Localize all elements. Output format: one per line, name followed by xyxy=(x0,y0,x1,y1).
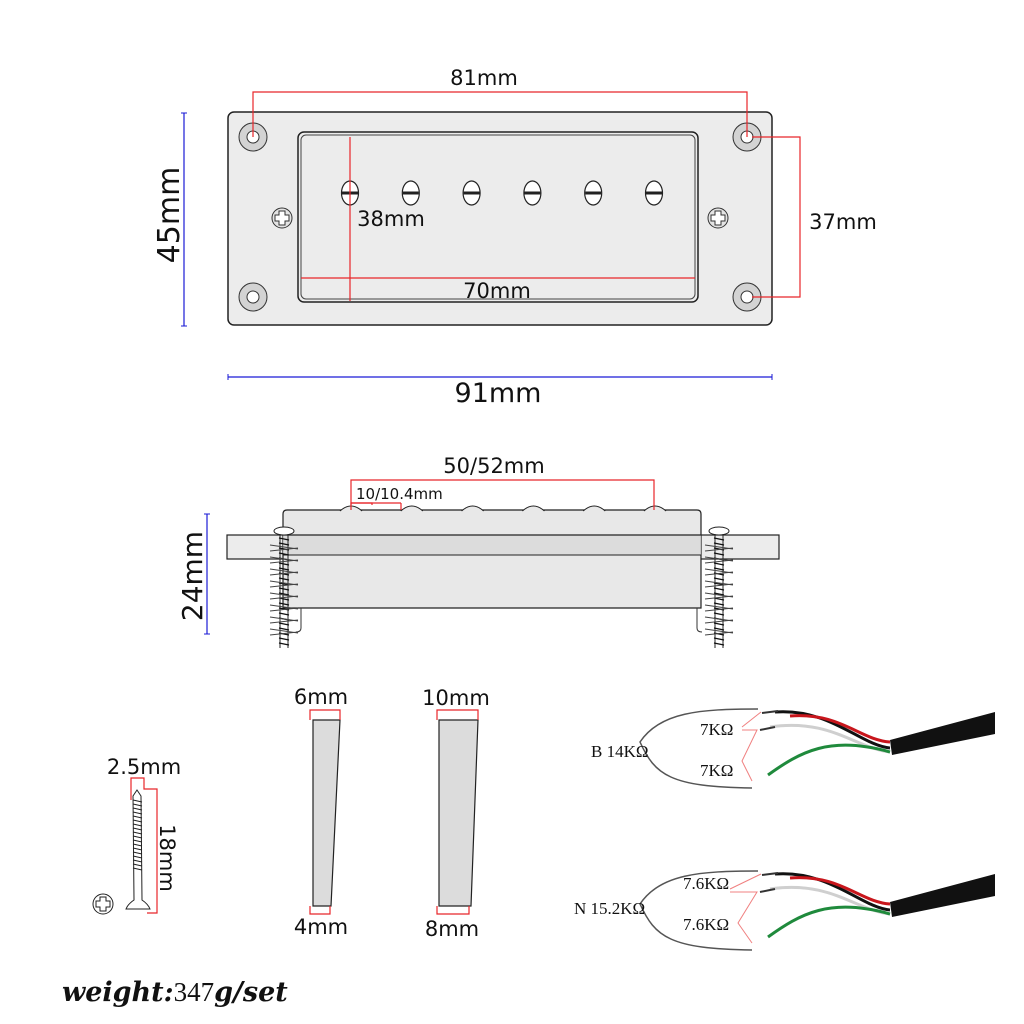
label-inner-width: 70mm xyxy=(463,279,531,303)
pole-piece-icon xyxy=(523,180,542,206)
pole-piece-icon xyxy=(584,180,603,206)
label-total-resistance: B 14KΩ xyxy=(591,742,649,761)
dim-line-pole-span xyxy=(350,479,655,510)
wiring-diagram-bridge: B 14KΩ 7KΩ 7KΩ xyxy=(591,708,995,789)
thread xyxy=(132,799,143,803)
thread xyxy=(132,835,143,839)
thread xyxy=(132,847,143,851)
label-spacer-large-top: 10mm xyxy=(422,686,490,710)
weight-unit: g/set xyxy=(214,977,288,1008)
thread xyxy=(132,811,143,815)
label-coil2-resistance: 7KΩ xyxy=(700,761,733,780)
thread xyxy=(132,843,143,847)
label-coil1-resistance: 7KΩ xyxy=(700,720,733,739)
label-coil1-resistance: 7.6KΩ xyxy=(683,874,729,893)
label-inner-height: 38mm xyxy=(357,207,425,231)
wiring-diagram-neck: N 15.2KΩ 7.6KΩ 7.6KΩ xyxy=(574,870,995,951)
pickup-body xyxy=(282,509,702,609)
pickup-cover xyxy=(297,131,699,303)
label-overall-width: 91mm xyxy=(455,378,542,409)
label-side-height: 24mm xyxy=(176,531,209,621)
thread xyxy=(132,863,143,867)
mounting-hole-bl xyxy=(238,282,268,312)
thread xyxy=(132,815,143,819)
label-spacer-large-bottom: 8mm xyxy=(425,917,479,941)
side-view: 50/52mm 10/10.4mm 24mm xyxy=(176,454,780,648)
thread xyxy=(132,867,143,871)
thread xyxy=(132,855,143,859)
spacer-large: 10mm 8mm xyxy=(422,686,490,941)
thread xyxy=(132,859,143,863)
top-view: 81mm 37mm 38mm 70mm 45mm 91mm xyxy=(152,66,877,409)
pole-piece-icon xyxy=(462,180,481,206)
label-total-resistance: N 15.2KΩ xyxy=(574,899,645,918)
weight-text: weight:347g/set xyxy=(62,977,288,1008)
pole-top xyxy=(400,505,424,512)
spacer-small: 6mm 4mm xyxy=(294,685,348,939)
label-hole-vertical: 37mm xyxy=(809,210,877,234)
dim-line-screw-diameter xyxy=(130,777,158,914)
thread xyxy=(132,803,143,807)
weight-label: weight: xyxy=(62,977,174,1008)
weight-value: 347 xyxy=(174,977,215,1007)
pole-top xyxy=(461,505,484,512)
pole-piece-icon xyxy=(401,180,420,206)
label-height: 45mm xyxy=(152,167,187,264)
thread xyxy=(132,827,143,831)
thread xyxy=(132,807,143,811)
label-hole-spacing: 81mm xyxy=(450,66,518,90)
label-screw-length: 18mm xyxy=(155,824,179,892)
pole-top xyxy=(643,505,667,512)
label-spacer-small-bottom: 4mm xyxy=(294,915,348,939)
phillips-screw-icon xyxy=(271,207,293,229)
label-screw-diameter: 2.5mm xyxy=(107,755,181,779)
phillips-head-icon xyxy=(92,893,114,915)
height-screw-spring-left xyxy=(269,526,299,648)
pole-piece-icon xyxy=(644,180,664,206)
thread xyxy=(132,839,143,843)
label-pole-span: 50/52mm xyxy=(443,454,544,478)
cable xyxy=(890,874,995,917)
dim-line-hole-spacing xyxy=(252,91,748,137)
phillips-screw-icon xyxy=(707,207,729,229)
pole-top xyxy=(582,505,606,512)
cable xyxy=(890,712,995,755)
screw-detail: 2.5mm 18mm xyxy=(92,755,181,915)
height-screw-spring-right xyxy=(704,526,734,648)
thread xyxy=(132,823,143,827)
pole-top xyxy=(522,505,545,512)
label-coil2-resistance: 7.6KΩ xyxy=(683,915,729,934)
thread xyxy=(132,819,143,823)
thread xyxy=(132,851,143,855)
dim-line-hole-vertical xyxy=(752,136,801,298)
label-spacer-small-top: 6mm xyxy=(294,685,348,709)
thread xyxy=(132,831,143,835)
label-pole-spacing: 10/10.4mm xyxy=(356,485,443,503)
